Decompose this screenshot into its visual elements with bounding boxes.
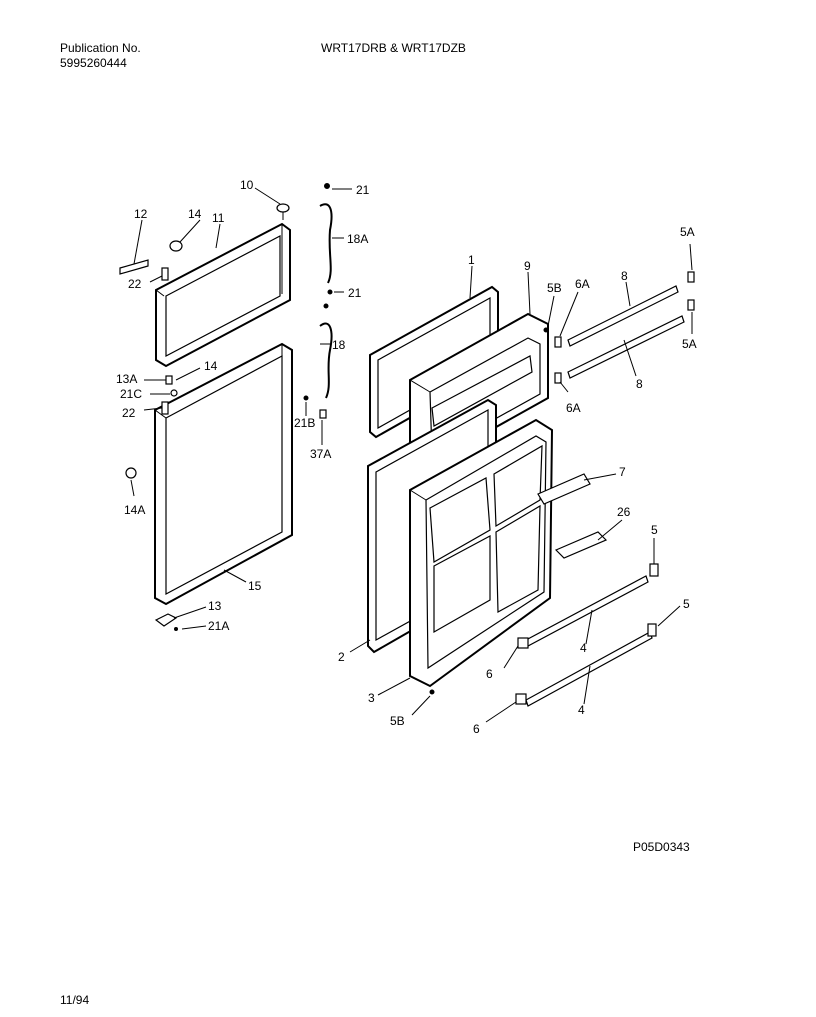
part-label: 26	[617, 505, 631, 519]
spacer	[319, 409, 327, 419]
dairy-door	[537, 473, 591, 505]
end-cap	[554, 372, 562, 384]
freezer-door-frame	[155, 222, 291, 368]
part-label: 37A	[310, 447, 331, 461]
part-label: 22	[128, 277, 142, 291]
part-label: 21C	[120, 387, 142, 401]
hinge-bracket	[165, 375, 173, 385]
part-label: 14	[188, 207, 202, 221]
hinge-cap	[276, 203, 290, 213]
part-label: 9	[524, 259, 531, 273]
end-cap	[687, 299, 695, 311]
part-label: 21B	[294, 416, 315, 430]
egg-tray	[554, 531, 608, 559]
part-label: 13	[208, 599, 222, 613]
part-label: 5A	[682, 337, 697, 351]
part-label: 22	[122, 406, 136, 420]
end-cap	[647, 623, 657, 637]
part-label: 6A	[575, 277, 590, 291]
part-label: 13A	[116, 372, 137, 386]
part-labels: 10 14 11 12 22 21 18A 21 18 21B 37A 13A …	[116, 178, 697, 736]
fresh-food-door-liner	[409, 418, 554, 688]
part-label: 14A	[124, 503, 145, 517]
leader-lines	[130, 187, 693, 723]
part-label: 5B	[547, 281, 562, 295]
part-label: 12	[134, 207, 148, 221]
part-label: 18A	[347, 232, 368, 246]
screw	[303, 395, 309, 401]
part-label: 1	[468, 253, 475, 267]
part-label: 5A	[680, 225, 695, 239]
part-label: 5B	[390, 714, 405, 728]
screw	[327, 289, 333, 295]
plug	[125, 467, 137, 479]
trim-strip	[119, 259, 149, 275]
part-label: 5	[683, 597, 690, 611]
part-label: 14	[204, 359, 218, 373]
screw	[161, 267, 169, 281]
part-label: 11	[212, 211, 225, 225]
handle-lower	[319, 322, 333, 399]
part-label: 21	[356, 183, 370, 197]
part-label: 18	[332, 338, 346, 352]
shelf-bar-bottom	[525, 631, 653, 707]
part-label: 3	[368, 691, 375, 705]
part-label: 5	[651, 523, 658, 537]
publication-number: 5995260444	[60, 56, 127, 70]
end-cap	[554, 336, 562, 348]
model-numbers: WRT17DRB & WRT17DZB	[321, 41, 466, 55]
figure-code: P05D0343	[633, 840, 690, 854]
screw	[161, 401, 169, 415]
part-label: 15	[248, 579, 262, 593]
bottom-hinge	[154, 613, 178, 627]
end-cap	[517, 637, 529, 649]
part-label: 4	[580, 641, 587, 655]
shelf-bar-upper	[567, 285, 679, 347]
cap	[169, 240, 183, 252]
fresh-food-door-frame	[154, 342, 293, 606]
screw	[323, 303, 329, 309]
screw	[429, 689, 435, 695]
handle-upper	[319, 203, 333, 284]
part-label: 6A	[566, 401, 581, 415]
part-label: 21	[348, 286, 362, 300]
end-cap	[649, 563, 659, 577]
part-label: 8	[621, 269, 628, 283]
screw	[170, 389, 178, 397]
end-cap	[687, 271, 695, 283]
part-label: 6	[486, 667, 493, 681]
part-label: 7	[619, 465, 626, 479]
part-label: 6	[473, 722, 480, 736]
part-label: 8	[636, 377, 643, 391]
screw	[543, 327, 549, 333]
part-label: 2	[338, 650, 345, 664]
end-cap	[515, 693, 527, 705]
screw	[324, 183, 330, 189]
screw	[174, 627, 178, 631]
publication-label: Publication No.	[60, 41, 141, 55]
part-label: 10	[240, 178, 254, 192]
part-label: 4	[578, 703, 585, 717]
part-label: 21A	[208, 619, 229, 633]
publication-date: 11/94	[60, 993, 90, 1007]
